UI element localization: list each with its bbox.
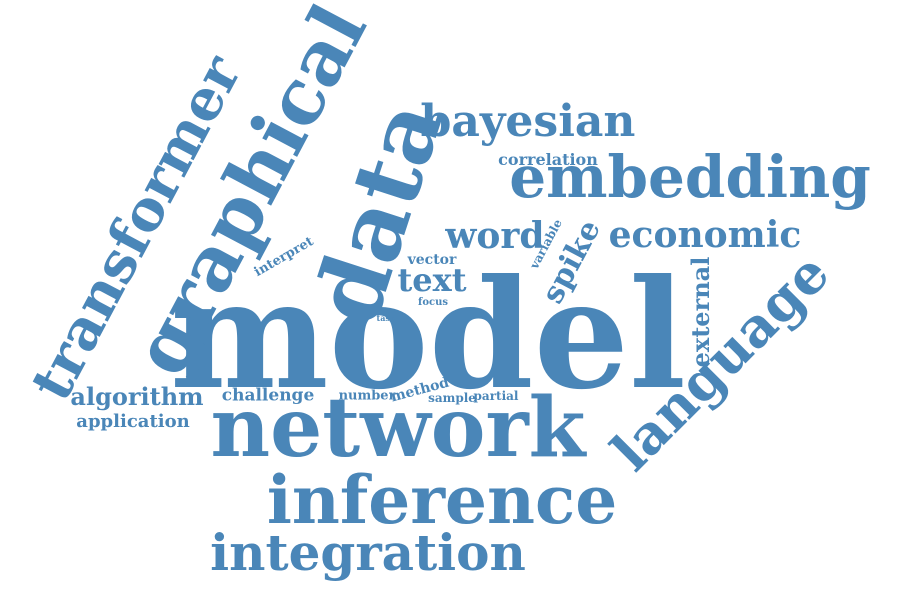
word-task: task	[376, 313, 396, 323]
word-inference: inference	[266, 461, 618, 539]
word-bayesian: bayesian	[420, 96, 636, 147]
word-focus: focus	[418, 297, 448, 308]
word-word: word	[445, 215, 545, 257]
word-embedding: embedding	[509, 143, 871, 211]
word-model: model	[169, 247, 687, 423]
word-application: application	[76, 411, 190, 432]
word-integration: integration	[210, 523, 526, 582]
word-challenge: challenge	[221, 385, 315, 406]
word-network: network	[210, 380, 586, 476]
word-external: external	[686, 256, 715, 368]
word-correlation: correlation	[498, 150, 598, 169]
word-text: text	[397, 261, 467, 299]
word-algorithm: algorithm	[70, 382, 204, 411]
word-number: number	[338, 388, 396, 404]
word-economic: economic	[608, 214, 802, 256]
word-vector: vector	[407, 252, 457, 268]
word-partial: partial	[473, 389, 519, 403]
word-sample: sample	[428, 391, 476, 405]
